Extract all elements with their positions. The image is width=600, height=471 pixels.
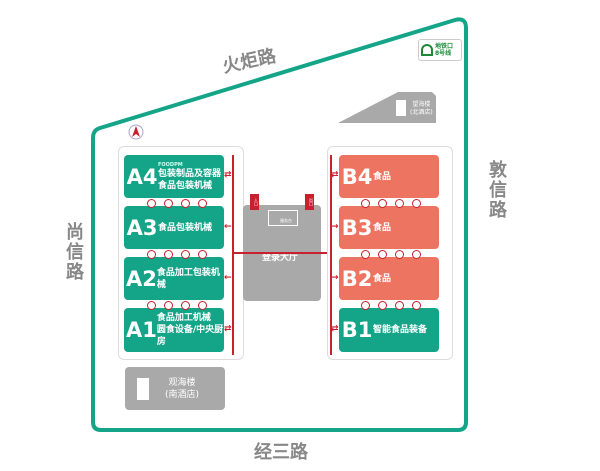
route-arrow-icon: ⇄ — [224, 170, 232, 180]
south-hotel-sub: (南酒店) — [165, 389, 200, 400]
passage-marker — [198, 301, 207, 310]
passage-marker — [164, 250, 173, 259]
passage-marker — [412, 199, 421, 208]
south-hotel[interactable]: 观海楼(南酒店) — [125, 367, 225, 410]
route-connector — [233, 252, 331, 254]
passage-marker — [181, 301, 190, 310]
passage-marker — [395, 199, 404, 208]
passage-marker — [147, 199, 156, 208]
lobby-title: 登录大厅 — [262, 253, 299, 263]
metro-icon — [421, 44, 433, 56]
south-hotel-name: 观海楼 — [168, 377, 196, 388]
passage-marker — [395, 301, 404, 310]
passage-marker — [361, 250, 370, 259]
building-icon — [137, 377, 149, 400]
passage-marker — [181, 199, 190, 208]
route-line-b — [330, 155, 332, 355]
road-south: 经三路 — [254, 442, 308, 463]
route-arrow-icon: ⇄ — [331, 170, 339, 180]
north-hotel-building — [338, 92, 436, 123]
route-line-a — [232, 155, 234, 355]
exit-arrow[interactable]: 出口 — [305, 194, 314, 210]
metro-label: 地铁口 — [435, 43, 454, 50]
passage-marker — [181, 250, 190, 259]
passage-marker — [361, 199, 370, 208]
passage-marker — [412, 301, 421, 310]
passage-marker — [147, 301, 156, 310]
passage-marker — [378, 199, 387, 208]
passage-marker — [378, 250, 387, 259]
route-arrow-icon: ← — [224, 222, 232, 232]
service-desk-icon — [268, 210, 298, 226]
road-east: 敦信路 — [486, 160, 507, 220]
passage-marker — [361, 301, 370, 310]
metro-line: 8号线 — [435, 50, 452, 57]
passage-marker — [164, 199, 173, 208]
north-hotel-label[interactable]: 望海楼(北酒店) — [410, 101, 433, 116]
route-arrow-icon: → — [331, 273, 339, 283]
road-west: 尚信路 — [63, 222, 84, 282]
passage-marker — [412, 250, 421, 259]
building-icon — [396, 100, 406, 116]
entrance-arrow[interactable]: 入口 — [250, 194, 259, 210]
passage-marker — [198, 199, 207, 208]
service-desk-label: 服务台 — [280, 218, 292, 223]
route-arrow-icon: ← — [224, 273, 232, 283]
route-arrow-icon: ⇄ — [224, 324, 232, 334]
route-arrow-icon: ⇄ — [331, 324, 339, 334]
passage-marker — [378, 301, 387, 310]
route-arrow-icon: → — [331, 222, 339, 232]
passage-marker — [147, 250, 156, 259]
passage-marker — [164, 301, 173, 310]
passage-marker — [198, 250, 207, 259]
passage-marker — [395, 250, 404, 259]
